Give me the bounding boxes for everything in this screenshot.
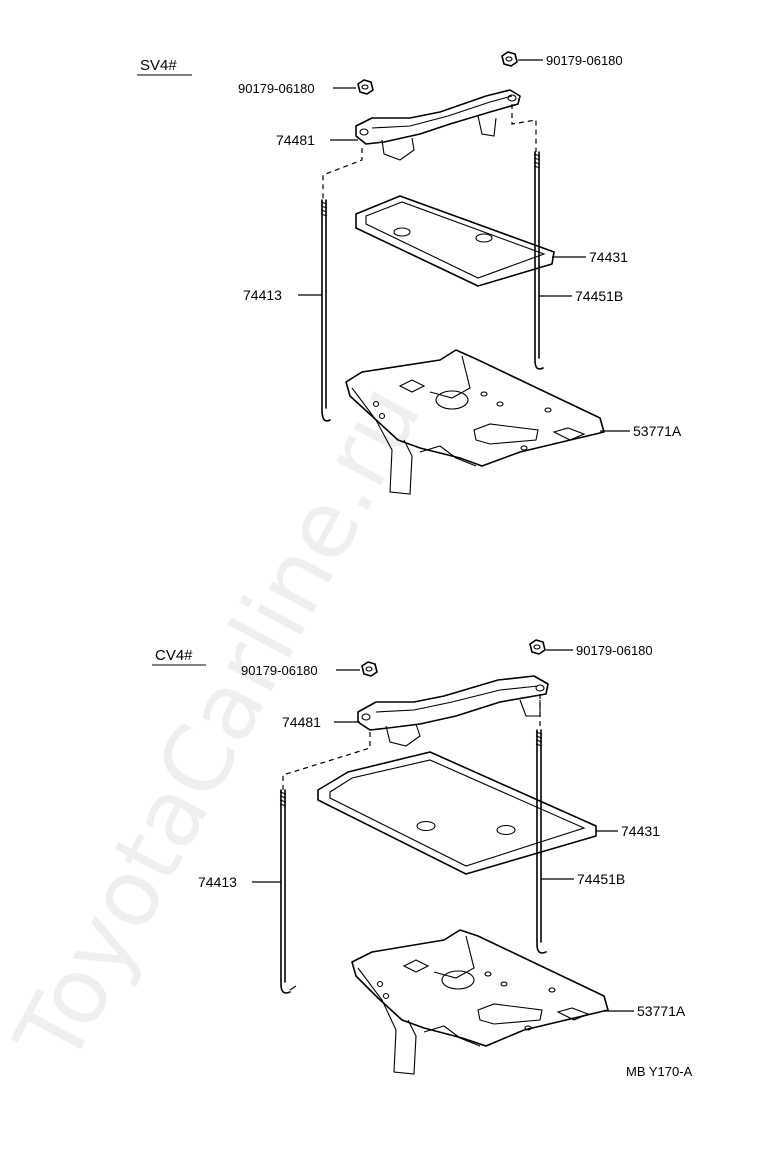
label-nut-left: 90179-06180 [238,81,315,96]
label-rod-left: 74413 [243,287,282,303]
label-carrier: 53771A [633,423,682,439]
nut-left-part [357,79,374,95]
label-tray: 74431 [621,823,660,839]
label-clamp: 74481 [276,132,315,148]
section-title-cv4: CV4# [155,647,193,664]
section-cv4: CV4# 90179-06180 90179-06180 74481 [152,639,686,1075]
label-tray: 74431 [589,249,628,265]
drawing-code: MB Y170-A [626,1064,693,1079]
label-carrier: 53771A [637,1003,686,1019]
dashed-link-left [322,148,363,200]
carrier-part [351,929,609,1075]
rod-left-part [320,199,331,422]
tray-part [355,195,555,287]
section-title-sv4: SV4# [140,57,177,74]
nut-right-part [501,51,518,67]
nut-left-part [361,661,378,677]
label-nut-right: 90179-06180 [576,643,653,658]
label-nut-left: 90179-06180 [241,663,318,678]
rod-right-part [533,151,544,370]
label-rod-right: 74451B [575,288,623,304]
clamp-part [357,675,549,747]
section-sv4: SV4# 90179-06180 90179-06180 74481 [137,51,682,495]
label-rod-right: 74451B [577,871,625,887]
label-clamp: 74481 [282,714,321,730]
rod-left-part [279,789,297,994]
tray-part [317,751,597,875]
dashed-link-left [282,732,371,790]
nut-right-part [529,639,546,655]
carrier-part [345,349,605,495]
clamp-part [355,89,521,161]
label-nut-right: 90179-06180 [546,53,623,68]
watermark: ToyotaCarline.ru [0,368,441,1081]
label-rod-left: 74413 [198,874,237,890]
rod-right-part [535,729,547,954]
dashed-link-right [511,104,537,152]
